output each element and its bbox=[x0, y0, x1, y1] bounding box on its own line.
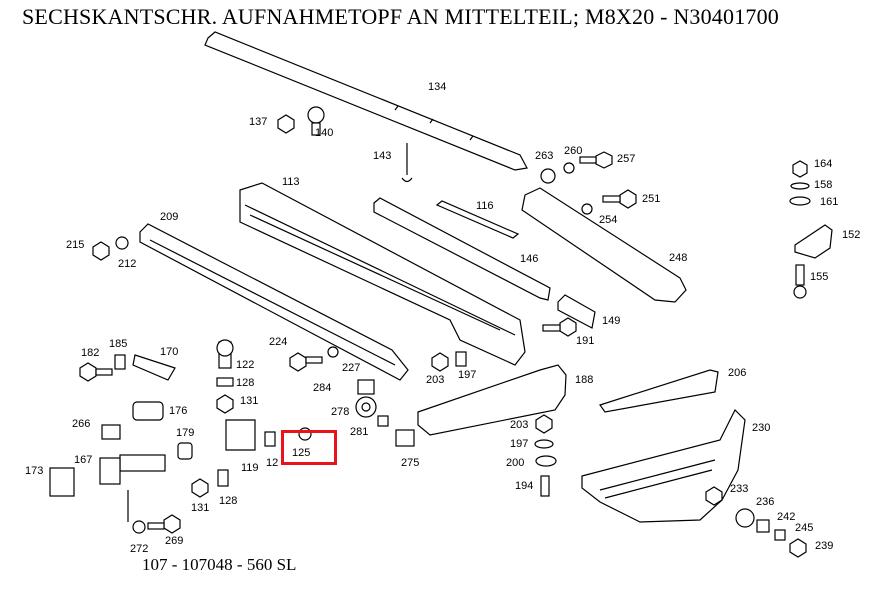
diagram-reference: 107 - 107048 - 560 SL bbox=[142, 555, 297, 574]
page-title: SECHSKANTSCHR. AUFNAHMETOPF AN MITTELTEI… bbox=[22, 4, 780, 29]
part-label-281: 281 bbox=[350, 426, 369, 438]
part-label-176: 176 bbox=[169, 405, 188, 417]
part-146-strip bbox=[373, 197, 551, 301]
part-label-134: 134 bbox=[428, 81, 447, 93]
part-label-197a: 197 bbox=[458, 369, 477, 381]
part-label-266: 266 bbox=[72, 418, 91, 430]
part-label-245: 245 bbox=[795, 522, 814, 534]
part-149-bracket bbox=[557, 294, 596, 329]
part-label-215: 215 bbox=[66, 239, 85, 251]
highlighted-part-label[interactable]: 125 bbox=[292, 447, 311, 459]
part-label-152: 152 bbox=[842, 229, 861, 241]
part-116-strip bbox=[435, 200, 520, 239]
part-label-137: 137 bbox=[249, 116, 268, 128]
part-label-128b: 128 bbox=[219, 495, 238, 507]
part-label-149: 149 bbox=[602, 315, 621, 327]
part-label-131a: 131 bbox=[240, 395, 259, 407]
part-label-173: 173 bbox=[25, 465, 44, 477]
part-label-122: 122 bbox=[236, 359, 255, 371]
part-label-212: 212 bbox=[118, 258, 137, 270]
part-label-260: 260 bbox=[564, 145, 583, 157]
part-label-12: 12 bbox=[266, 457, 279, 469]
part-label-209: 209 bbox=[160, 211, 179, 223]
part-113-center-panel bbox=[239, 182, 526, 366]
part-label-284: 284 bbox=[313, 382, 332, 394]
part-230-rear-panel bbox=[581, 408, 746, 523]
part-label-128a: 128 bbox=[236, 377, 255, 389]
part-label-116: 116 bbox=[476, 200, 494, 212]
part-label-158: 158 bbox=[814, 179, 833, 191]
part-label-203b: 203 bbox=[510, 419, 529, 431]
part-label-170: 170 bbox=[160, 346, 179, 358]
part-label-182: 182 bbox=[81, 347, 100, 359]
part-label-269: 269 bbox=[165, 535, 184, 547]
part-label-200: 200 bbox=[506, 457, 525, 469]
part-label-146: 146 bbox=[520, 253, 539, 265]
part-label-179: 179 bbox=[176, 427, 195, 439]
highlight-box[interactable] bbox=[281, 430, 337, 465]
part-label-194: 194 bbox=[515, 480, 534, 492]
part-label-167: 167 bbox=[74, 454, 93, 466]
part-label-233: 233 bbox=[730, 483, 749, 495]
part-152-bracket bbox=[794, 224, 833, 259]
part-label-230: 230 bbox=[752, 422, 771, 434]
part-label-248: 248 bbox=[669, 252, 688, 264]
part-143-clip bbox=[401, 143, 413, 183]
part-label-191: 191 bbox=[576, 335, 595, 347]
part-label-206: 206 bbox=[728, 367, 747, 379]
part-label-224: 224 bbox=[269, 336, 288, 348]
part-label-227: 227 bbox=[342, 362, 361, 374]
part-label-239: 239 bbox=[815, 540, 834, 552]
part-label-278: 278 bbox=[331, 406, 350, 418]
part-label-140: 140 bbox=[315, 127, 334, 139]
part-label-197b: 197 bbox=[510, 438, 529, 450]
part-label-257: 257 bbox=[617, 153, 636, 165]
part-label-113: 113 bbox=[282, 176, 300, 188]
part-label-143: 143 bbox=[373, 150, 392, 162]
part-label-131b: 131 bbox=[191, 502, 210, 514]
part-label-161: 161 bbox=[820, 196, 839, 208]
fasteners bbox=[49, 106, 811, 558]
part-label-251: 251 bbox=[642, 193, 661, 205]
part-188-bumper bbox=[417, 364, 567, 436]
part-label-242: 242 bbox=[777, 511, 796, 523]
part-label-263: 263 bbox=[535, 150, 554, 162]
part-label-236: 236 bbox=[756, 496, 775, 508]
part-209-lower-panel bbox=[139, 223, 409, 381]
part-label-155: 155 bbox=[810, 271, 829, 283]
part-label-275: 275 bbox=[401, 457, 420, 469]
part-206-trim bbox=[599, 369, 719, 413]
part-248-side-trim bbox=[521, 187, 687, 303]
part-label-185: 185 bbox=[109, 338, 128, 350]
part-label-188: 188 bbox=[575, 374, 594, 386]
part-label-272: 272 bbox=[130, 543, 149, 555]
part-label-203a: 203 bbox=[426, 374, 445, 386]
part-label-254: 254 bbox=[599, 214, 618, 226]
part-134-strip bbox=[204, 31, 528, 171]
part-label-119: 119 bbox=[241, 462, 259, 474]
part-label-164: 164 bbox=[814, 158, 833, 170]
